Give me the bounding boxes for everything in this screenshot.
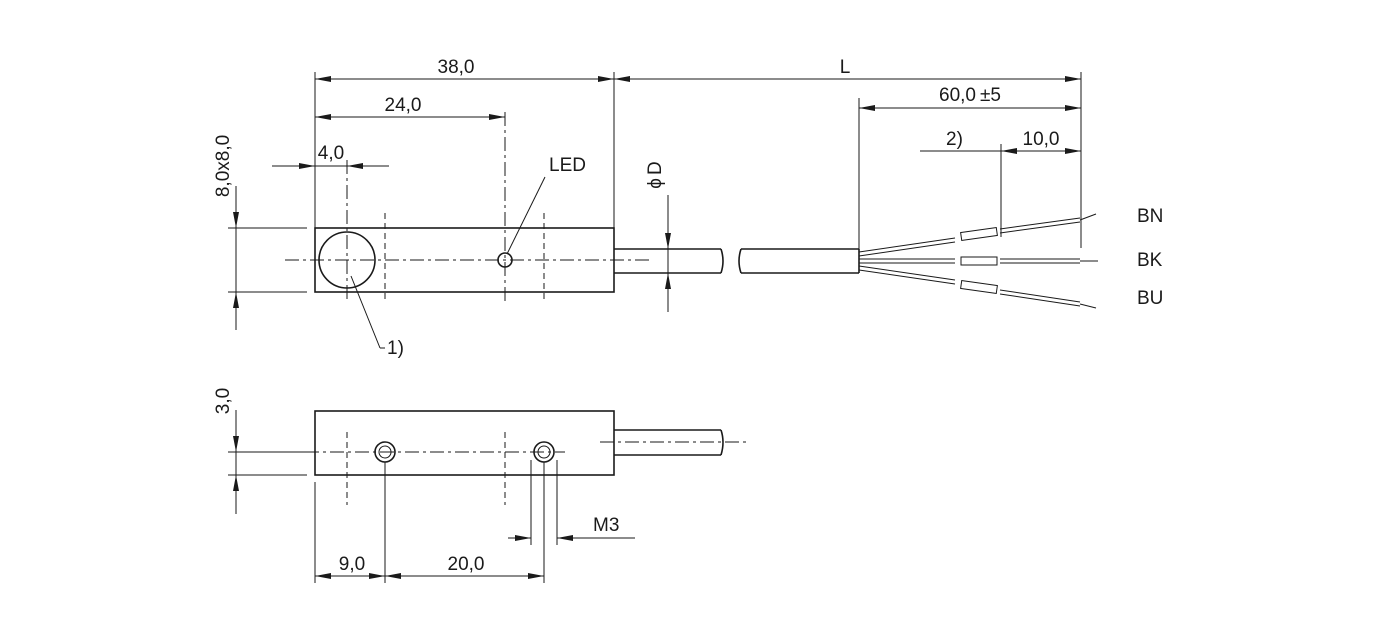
dim-label-60: 60,0±5 [939, 85, 1001, 106]
sensor-body-side [314, 410, 615, 476]
wire-label-bn: BN [1137, 206, 1163, 227]
diameter-symbol: ϕ [645, 178, 666, 189]
dim-label-D: ϕD [645, 161, 666, 188]
extension-lines-top [228, 72, 1082, 293]
extension-lines-side [228, 451, 558, 583]
dim-label-24: 24,0 [385, 95, 422, 116]
note-1-label: 1) [387, 338, 404, 359]
cable-break-left [720, 248, 724, 274]
dim-label-60-value: 60,0 [939, 85, 976, 106]
dim-label-4: 4,0 [318, 143, 344, 164]
diameter-value: D [645, 161, 666, 175]
wire-label-bu: BU [1137, 288, 1163, 309]
dim-label-60-tolerance: ±5 [980, 85, 1001, 106]
dim-label-9: 9,0 [339, 554, 365, 575]
dim-label-L: L [840, 57, 851, 78]
note-2-label: 2) [946, 129, 963, 150]
dim-label-10: 10,0 [1023, 129, 1060, 150]
leader-led [506, 176, 546, 255]
dim-label-8x8: 8,0x8,0 [213, 135, 234, 197]
top-view: 38,0 L 24,0 60,0±5 2) 10,0 4,0 8,0x8,0 ϕ… [213, 57, 1163, 359]
dim-label-m3: M3 [593, 515, 619, 536]
dim-label-38: 38,0 [438, 57, 475, 78]
leader-note-1 [350, 275, 381, 349]
cable-side-break [720, 429, 724, 456]
side-view: 3,0 9,0 20,0 M3 [213, 388, 750, 583]
wire-label-bk: BK [1137, 250, 1163, 271]
led-label: LED [549, 155, 586, 176]
dim-label-3: 3,0 [213, 388, 234, 414]
wire-bundle [858, 213, 1098, 309]
dim-label-20: 20,0 [448, 554, 485, 575]
cable-break-right [738, 248, 742, 274]
